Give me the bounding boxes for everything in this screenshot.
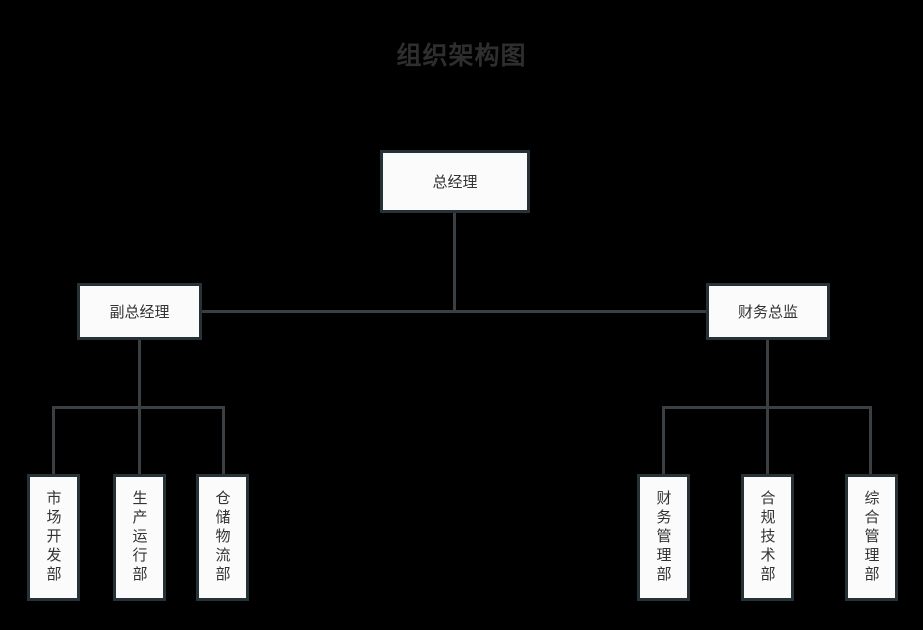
connector-deputy-down xyxy=(138,340,141,408)
node-general-management-dept[interactable]: 综合管理部 xyxy=(845,474,898,601)
connector-produce-down xyxy=(138,406,141,474)
connector-market-down xyxy=(52,406,55,474)
node-warehousing-logistics-dept[interactable]: 仓储物流部 xyxy=(196,474,249,601)
connector-right-bus xyxy=(662,406,869,409)
node-finance-director[interactable]: 财务总监 xyxy=(706,283,830,340)
node-compliance-technology-dept[interactable]: 合规技术部 xyxy=(741,474,794,601)
connector-finance-down xyxy=(662,406,665,474)
node-production-operations-dept[interactable]: 生产运行部 xyxy=(113,474,166,601)
chart-title: 组织架构图 xyxy=(396,41,527,70)
node-market-development-dept[interactable]: 市场开发部 xyxy=(27,474,80,601)
connector-level2-bus xyxy=(202,310,706,313)
connector-cfo-down xyxy=(766,340,769,408)
connector-logistics-down xyxy=(222,406,225,474)
connector-gm-down xyxy=(453,213,456,311)
node-general-manager[interactable]: 总经理 xyxy=(380,150,530,213)
connector-compliance-down xyxy=(766,406,769,474)
node-financial-management-dept[interactable]: 财务管理部 xyxy=(637,474,690,601)
connector-general-down xyxy=(869,406,872,474)
node-deputy-general-manager[interactable]: 副总经理 xyxy=(77,283,202,340)
